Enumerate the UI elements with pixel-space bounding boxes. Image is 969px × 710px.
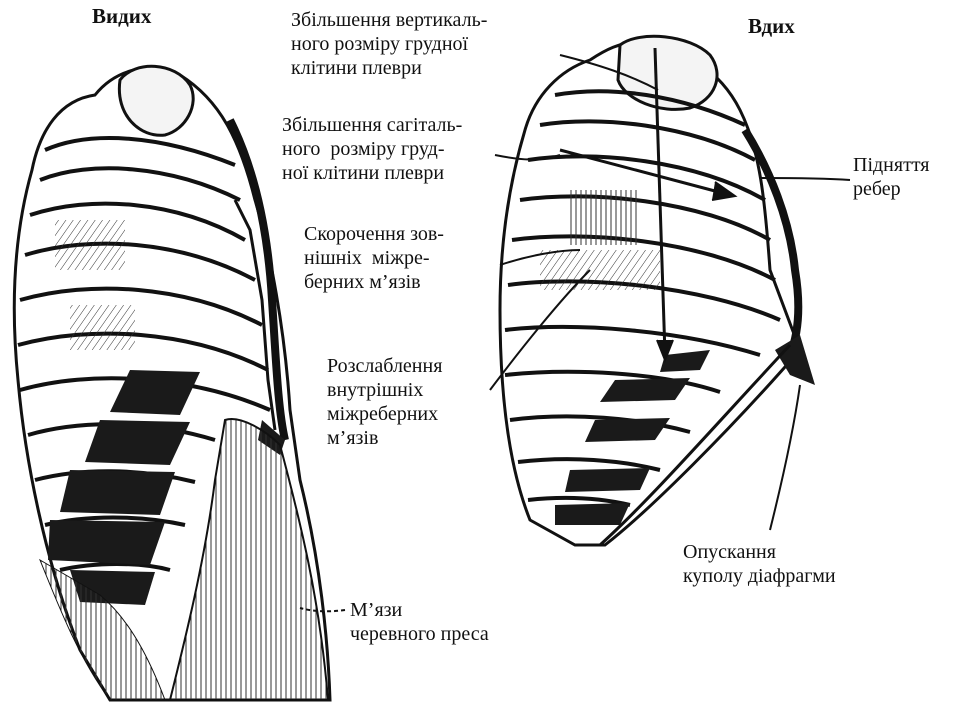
label-abdominal-muscles: М’язи черевного преса xyxy=(350,598,489,646)
label-ribs-rise: Підняття ребер xyxy=(853,153,930,201)
inhale-intercostal-hatch-2 xyxy=(540,250,660,290)
label-internal-relaxation: Розслаблення внутрішніх міжреберних м’яз… xyxy=(327,354,442,450)
leader-diaphragm xyxy=(770,385,800,530)
exhale-title: Видих xyxy=(92,4,151,28)
inhale-intercostal-hatch xyxy=(570,190,640,245)
label-external-contraction: Скорочення зов- нішніх міжре- берних м’я… xyxy=(304,222,444,294)
label-sagittal-increase: Збільшення сагіталь- ного розміру груд- … xyxy=(282,113,462,185)
inhale-title: Вдих xyxy=(748,14,795,38)
label-vertical-increase: Збільшення вертикаль- ного розміру грудн… xyxy=(291,8,487,80)
label-diaphragm-descent: Опускання куполу діафрагми xyxy=(683,540,836,588)
exhale-intercostal-hatch-2 xyxy=(70,305,135,350)
exhale-intercostal-hatch xyxy=(55,220,125,270)
